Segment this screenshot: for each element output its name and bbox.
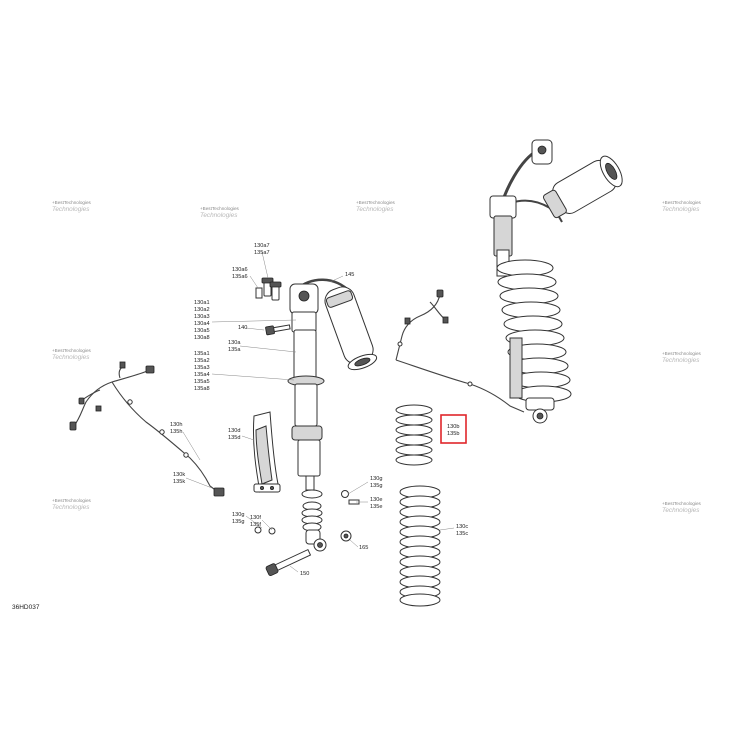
main-coil-spring [399,485,441,607]
assembled-coil-spring [496,259,572,403]
highlight-box[interactable] [440,414,467,444]
watermark-line2-shadow: Technologies [662,206,700,213]
callout-130f: 130f [250,515,261,521]
callout-130e: 130e [370,497,382,503]
watermarks: +Best Technologies Technologies +Best Te… [52,200,702,514]
watermark-line2-shadow: Technologies [52,354,90,361]
shock-guard [252,411,281,493]
callout-135d: 135d [228,435,240,441]
watermark-line1: +Best [662,501,675,506]
diagram-code: 36HD037 [12,604,40,611]
callout-150: 150 [300,571,309,577]
disassembled-shock-absorber [287,278,378,552]
watermark-line1: +Best [52,348,65,353]
callout-labels: 130a7 135a7 130a6 135a6 145 140 130a1 13… [170,243,468,577]
callout-135a1: 135a1 [194,351,210,357]
watermark: +Best Technologies Technologies [52,348,92,361]
callout-135a3: 135a3 [194,365,210,371]
watermark-line1: +Best [200,206,213,211]
watermark-line2: Technologies [64,498,92,503]
watermark-line1: +Best [356,200,369,205]
callout-135c: 135c [456,531,468,537]
watermark-line1: +Best [662,351,675,356]
watermark-line1: +Best [662,200,675,205]
watermark: +Best Technologies Technologies [200,206,240,219]
watermark: +Best Technologies Technologies [356,200,396,213]
bump-stop [301,501,323,532]
callout-135g-lower: 135g [232,519,244,525]
bolt-150 [265,548,312,577]
callout-135g: 135g [370,483,382,489]
callout-135h: 135h [170,429,182,435]
watermark-line2: Technologies [64,200,92,205]
leader-lines [182,251,455,573]
callout-130g: 130g [370,476,382,482]
callout-130k: 130k [173,472,185,478]
callout-130a5: 130a5 [194,328,210,334]
callout-130a3: 130a3 [194,314,210,320]
callout-135k: 135k [173,479,185,485]
callout-165: 165 [359,545,368,551]
callout-130a1: 130a1 [194,300,210,306]
watermark: +Best Technologies Technologies [662,200,702,213]
watermark-line2: Technologies [64,348,92,353]
callout-130a6: 130a6 [232,267,248,273]
callout-135a4: 135a4 [194,372,210,378]
bolt-140 [265,324,291,336]
callout-130a2: 130a2 [194,307,210,313]
watermark-line2: Technologies [674,200,702,205]
callout-130g-lower: 130g [232,512,244,518]
callout-135a2: 135a2 [194,358,210,364]
watermark-line2-shadow: Technologies [662,357,700,364]
watermark-line2: Technologies [674,351,702,356]
assembled-shock-absorber [489,139,623,424]
watermark: +Best Technologies Technologies [662,351,702,364]
callout-130c: 130c [456,524,468,530]
right-wiring-harness [395,289,525,413]
callout-130a4: 130a4 [194,321,210,327]
watermark-line2-shadow: Technologies [200,212,238,219]
watermark-line1: +Best [52,200,65,205]
watermark-line2-shadow: Technologies [356,206,394,213]
callout-145: 145 [345,272,354,278]
callout-130b: 130b [447,424,459,430]
watermark-line2-shadow: Technologies [662,507,700,514]
watermark-line2: Technologies [212,206,240,211]
callout-135a8: 135a8 [194,386,210,392]
callout-130a7: 130a7 [254,243,270,249]
watermark-line1: +Best [52,498,65,503]
callout-135a7: 135a7 [254,250,270,256]
callout-135a: 135a [228,347,241,353]
left-wiring-harness [69,361,225,497]
watermark-line2: Technologies [674,501,702,506]
callout-135a6: 135a6 [232,274,248,280]
callout-130a8: 130a8 [194,335,210,341]
callout-135f: 135f [250,522,261,528]
callout-135b: 135b [447,431,459,437]
callout-130a: 130a [228,340,241,346]
callout-140: 140 [238,325,247,331]
callout-130d: 130d [228,428,240,434]
hardware [254,277,360,577]
watermark: +Best Technologies Technologies [662,501,702,514]
watermark-line2: Technologies [368,200,396,205]
callout-135a5: 135a5 [194,379,210,385]
callout-135e: 135e [370,504,382,510]
watermark: +Best Technologies Technologies [52,200,92,213]
small-coil-spring [395,404,433,466]
watermark-line2-shadow: Technologies [52,504,90,511]
watermark: +Best Technologies Technologies [52,498,92,511]
callout-130h: 130h [170,422,182,428]
watermark-line2-shadow: Technologies [52,206,90,213]
